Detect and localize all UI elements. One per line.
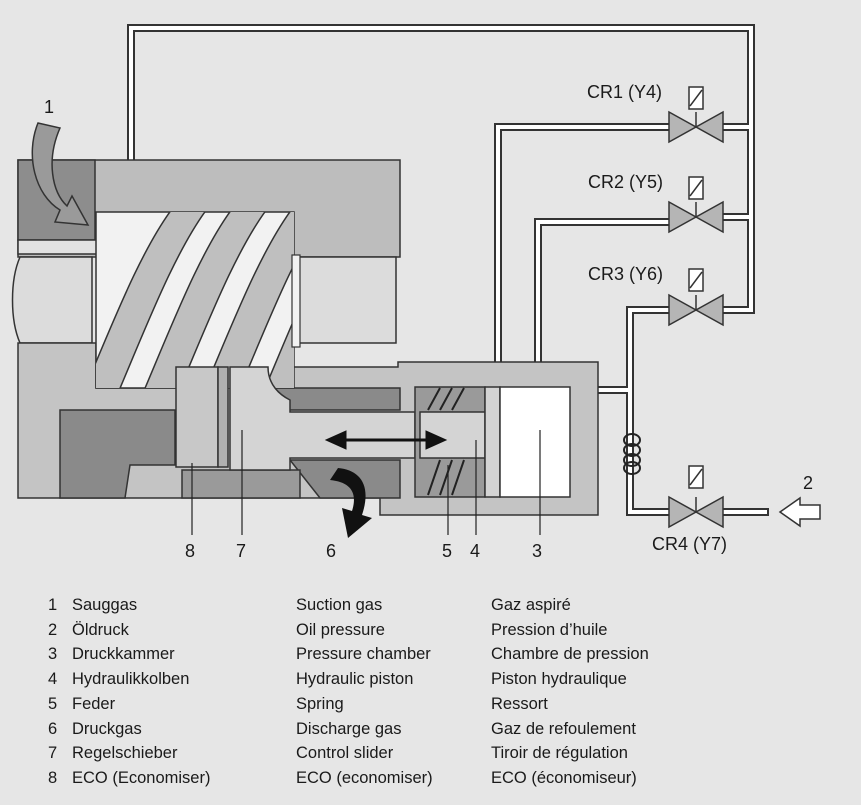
restrictor-coil [623, 433, 641, 475]
legend-row: ECO (économiseur) [491, 768, 637, 787]
callout-8: 8 [185, 541, 195, 561]
callout-5: 5 [442, 541, 452, 561]
oil-pipes [127, 24, 769, 516]
legend-row: Piston hydraulique [491, 670, 627, 689]
label-cr3: CR3 (Y6) [588, 264, 663, 284]
legend-english: Suction gas Oil pressure Pressure chambe… [296, 593, 433, 791]
callout-7: 7 [236, 541, 246, 561]
callout-leaders [191, 430, 541, 535]
solenoid-valve-cr1 [668, 86, 724, 144]
legend-row: Gaz de refoulement [491, 719, 636, 738]
slider-motion-arrow [324, 430, 448, 450]
legend-row: Ressort [491, 694, 548, 713]
callout-2: 2 [803, 473, 813, 493]
legend-row: Hydraulic piston [296, 670, 414, 689]
callout-6: 6 [326, 541, 336, 561]
legend-row: Control slider [296, 744, 394, 763]
legend-row: Gaz aspiré [491, 596, 571, 614]
discharge-gas-arrow [330, 468, 372, 538]
legend-row: Suction gas [296, 596, 383, 614]
legend-row: Spring [296, 694, 344, 713]
solenoid-valve-cr3 [668, 268, 724, 327]
legend-row: Pression d’huile [491, 620, 608, 639]
legend-row: Pressure chamber [296, 645, 431, 664]
legend-french: Gaz aspiré Pression d’huile Chambre de p… [491, 593, 649, 791]
legend-row: ECO (economiser) [296, 768, 433, 787]
callout-1: 1 [44, 97, 54, 117]
callout-3: 3 [532, 541, 542, 561]
callout-4: 4 [470, 541, 480, 561]
legend-row: Tiroir de régulation [491, 744, 628, 763]
legend-row: Oil pressure [296, 620, 385, 639]
label-cr4: CR4 (Y7) [652, 534, 727, 554]
label-cr1: CR1 (Y4) [587, 82, 662, 102]
legend-row: Chambre de pression [491, 645, 649, 664]
label-cr2: CR2 (Y5) [588, 172, 663, 192]
suction-gas-arrow [31, 122, 90, 226]
legend-row: Discharge gas [296, 719, 402, 738]
screw-rotor [95, 211, 301, 389]
oil-pressure-arrow [778, 496, 821, 528]
solenoid-valve-cr2 [668, 176, 724, 234]
solenoid-valve-cr4 [668, 465, 724, 529]
